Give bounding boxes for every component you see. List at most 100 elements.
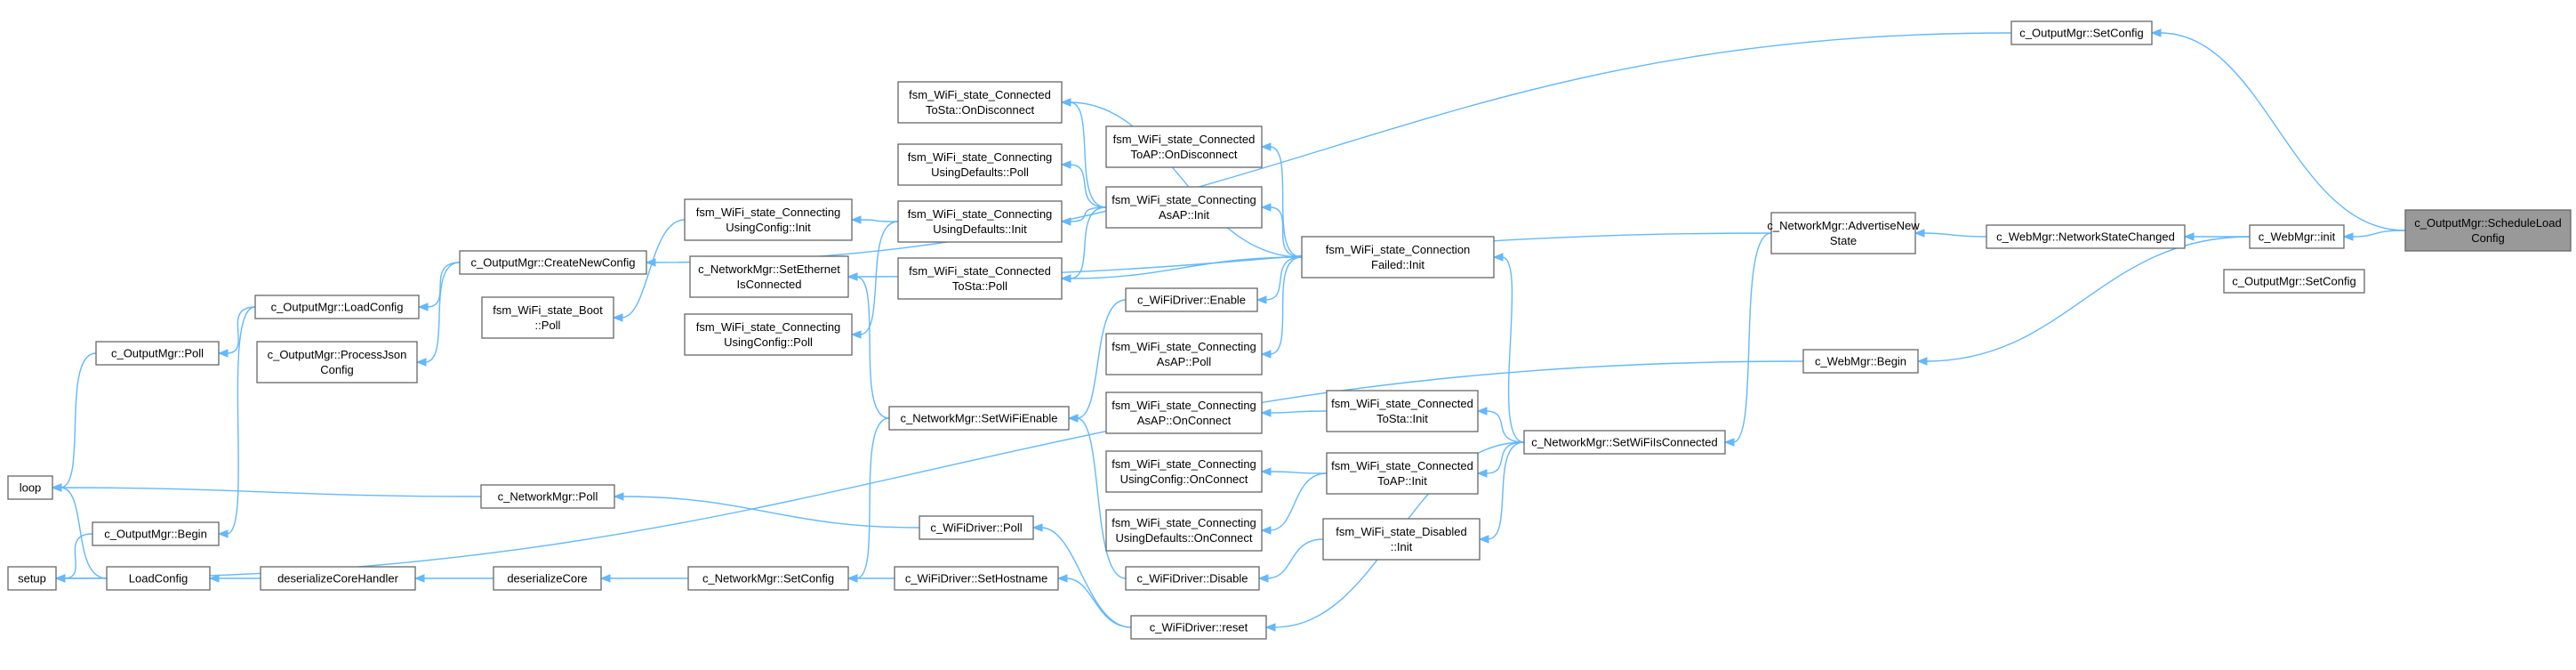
edge-netmgr-setconfig-to-wifi-sethostname	[847, 574, 895, 583]
node-setwifi-connected[interactable]: c_NetworkMgr::SetWiFiIsConnected	[1523, 430, 1726, 455]
node-box	[687, 566, 849, 591]
edge-arrowhead	[417, 303, 429, 311]
node-wifi-enable[interactable]: c_WiFiDriver::Enable	[1125, 287, 1258, 312]
node-usingdefaults-init[interactable]: fsm_WiFi_state_ConnectingUsingDefaults::…	[897, 200, 1063, 243]
node-setup[interactable]: setup	[7, 566, 57, 591]
edge-asap-poll-to-conn-failed-init	[1260, 256, 1303, 359]
node-label: c_NetworkMgr::Poll	[498, 490, 598, 504]
edge-line	[1266, 538, 1324, 579]
edge-arrowhead	[1060, 217, 1071, 226]
edge-deserialize-core-to-netmgr-setconfig	[599, 574, 688, 583]
edge-line	[60, 487, 108, 579]
edge-line	[855, 417, 890, 579]
edge-line	[60, 352, 97, 488]
node-usingconfig-init[interactable]: fsm_WiFi_state_ConnectingUsingConfig::In…	[684, 198, 853, 241]
node-create-new-config[interactable]: c_OutputMgr::CreateNewConfig	[459, 250, 647, 275]
node-box	[1802, 349, 1919, 374]
node-webmgr-begin[interactable]: c_WebMgr::Begin	[1802, 349, 1919, 374]
node-box	[2404, 209, 2572, 252]
node-box	[1105, 333, 1263, 375]
node-box	[1326, 452, 1479, 495]
node-webmgr-init[interactable]: c_WebMgr::init	[2249, 224, 2345, 249]
node-setconfig-right[interactable]: c_OutputMgr::SetConfig	[2223, 269, 2365, 294]
node-label: c_OutputMgr::ProcessJson	[268, 348, 407, 361]
node-label: AsAP::Init	[1159, 208, 1209, 222]
node-netmgr-setconfig[interactable]: c_NetworkMgr::SetConfig	[687, 566, 849, 591]
edge-webmgr-begin-to-webmgr-init	[1916, 236, 2251, 366]
node-label: fsm_WiFi_state_Connected	[1331, 397, 1473, 410]
node-label: fsm_WiFi_state_Connecting	[1111, 516, 1256, 529]
edge-outputmgr-begin-to-load-config-mgr	[217, 306, 256, 538]
node-box	[1322, 518, 1481, 561]
edge-arrowhead	[599, 574, 611, 583]
edge-line	[1069, 206, 1107, 222]
edge-arrowhead	[217, 529, 229, 538]
node-toap-ondisconnect[interactable]: fsm_WiFi_state_ConnectedToAP::OnDisconne…	[1105, 125, 1263, 168]
edge-arrowhead	[1914, 229, 1925, 238]
node-box	[480, 484, 615, 509]
edge-arrowhead	[51, 483, 62, 492]
node-setconfig-top[interactable]: c_OutputMgr::SetConfig	[2010, 20, 2153, 45]
node-label: UsingConfig::OnConnect	[1120, 472, 1248, 486]
node-netstate-changed[interactable]: c_WebMgr::NetworkStateChanged	[1986, 224, 2186, 249]
node-wifi-poll[interactable]: c_WiFiDriver::Poll	[919, 515, 1034, 540]
node-label: LoadConfig	[129, 572, 189, 585]
node-label: c_WiFiDriver::Disable	[1137, 572, 1248, 585]
edge-line	[622, 496, 920, 529]
node-label: Config	[320, 363, 354, 376]
edge-wifi-disable-to-disabled-init	[1257, 538, 1324, 583]
node-box	[684, 313, 853, 356]
node-loop[interactable]: loop	[7, 475, 53, 500]
node-outputmgr-begin[interactable]: c_OutputMgr::Begin	[92, 521, 220, 546]
edge-setconfig-top-to-schedule	[2150, 28, 2406, 231]
edge-webmgr-init-to-schedule	[2342, 230, 2406, 241]
node-wifi-reset[interactable]: c_WiFiDriver::reset	[1130, 615, 1267, 640]
node-label: c_OutputMgr::CreateNewConfig	[471, 256, 636, 270]
node-setwifi-enable[interactable]: c_NetworkMgr::SetWiFiEnable	[888, 406, 1070, 431]
node-usingconfig-onconnect[interactable]: fsm_WiFi_state_ConnectingUsingConfig::On…	[1105, 450, 1263, 493]
node-label: ::Init	[1391, 540, 1413, 553]
node-box	[7, 475, 53, 500]
node-boot-poll[interactable]: fsm_WiFi_state_Boot::Poll	[481, 296, 614, 339]
nodes-layer: c_OutputMgr::ScheduleLoadConfigc_OutputM…	[7, 20, 2572, 640]
node-usingconfig-poll[interactable]: fsm_WiFi_state_ConnectingUsingConfig::Po…	[684, 313, 853, 356]
node-wifi-sethostname[interactable]: c_WiFiDriver::SetHostname	[894, 566, 1059, 591]
edge-line	[1069, 164, 1107, 208]
node-label: fsm_WiFi_state_Connecting	[1111, 340, 1256, 353]
node-label: State	[1830, 234, 1857, 247]
node-usingdefaults-poll[interactable]: fsm_WiFi_state_ConnectingUsingDefaults::…	[897, 143, 1063, 186]
edge-line	[426, 262, 461, 308]
edge-arrowhead	[54, 574, 66, 583]
node-outputmgr-poll[interactable]: c_OutputMgr::Poll	[95, 341, 220, 366]
edge-setwifi-enable-to-wifi-disable	[1067, 414, 1127, 579]
edge-line	[226, 306, 256, 535]
node-usingdefaults-onconnect[interactable]: fsm_WiFi_state_ConnectingUsingDefaults::…	[1105, 509, 1263, 552]
edge-arrowhead	[1256, 295, 1267, 304]
node-label: c_WiFiDriver::Poll	[930, 521, 1022, 535]
node-tosta-ondisconnect[interactable]: fsm_WiFi_state_ConnectedToSta::OnDisconn…	[897, 81, 1063, 124]
node-deserialize-core[interactable]: deserializeCore	[493, 566, 602, 591]
node-load-config-mgr[interactable]: c_OutputMgr::LoadConfig	[254, 295, 420, 319]
edge-outputmgr-poll-to-load-config-mgr	[217, 306, 256, 358]
node-netmgr-poll[interactable]: c_NetworkMgr::Poll	[480, 484, 615, 509]
node-disabled-init[interactable]: fsm_WiFi_state_Disabled::Init	[1322, 518, 1481, 561]
node-label: c_OutputMgr::SetConfig	[2232, 275, 2355, 288]
edge-load-config-to-deserialize-handler	[208, 574, 261, 583]
node-wifi-disable[interactable]: c_WiFiDriver::Disable	[1125, 566, 1260, 591]
edge-line	[1069, 206, 1107, 279]
node-deserialize-handler[interactable]: deserializeCoreHandler	[260, 566, 416, 591]
edge-arrowhead	[1260, 350, 1272, 359]
node-box	[1105, 186, 1263, 229]
node-load-config[interactable]: LoadConfig	[106, 566, 211, 591]
